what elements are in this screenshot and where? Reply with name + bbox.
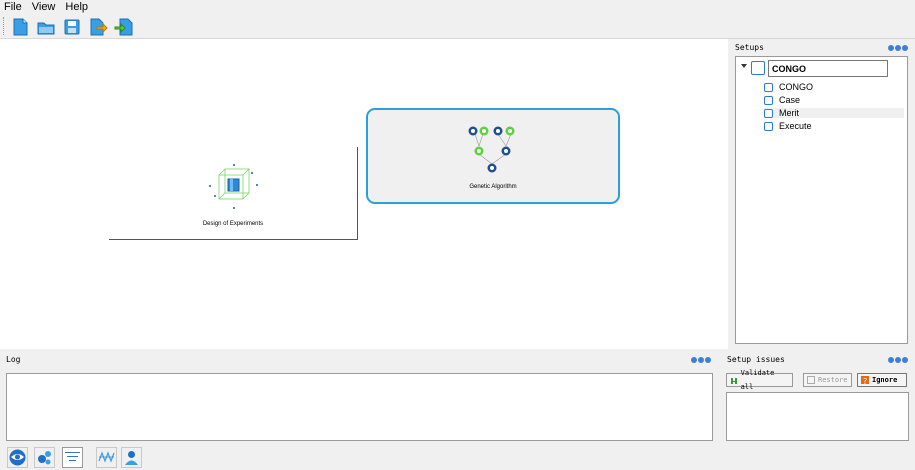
import-icon[interactable]	[114, 17, 134, 37]
node-genetic-algorithm[interactable]: Genetic Algorithm	[366, 108, 620, 204]
issues-panel-title: Setup issues	[727, 355, 785, 364]
tree-root-edit[interactable]: CONGO	[768, 60, 888, 77]
data-view-icon[interactable]	[62, 447, 83, 468]
toolbar-grip[interactable]	[3, 17, 6, 35]
network-view-icon[interactable]	[34, 447, 55, 468]
setups-tree[interactable]: CONGO CONGO Case Merit Execute	[735, 56, 908, 344]
log-panel-title: Log	[6, 355, 21, 364]
tree-item-congo[interactable]: CONGO	[764, 82, 813, 92]
ga-label: Genetic Algorithm	[469, 184, 517, 190]
ignore-icon: ?	[861, 376, 869, 384]
panel-close-icon[interactable]	[902, 45, 908, 51]
svg-text:?: ?	[863, 377, 867, 384]
genetic-population-icon	[468, 126, 515, 173]
issues-panel-controls	[888, 357, 908, 363]
caret-down-icon	[741, 64, 747, 68]
validate-all-button[interactable]: Validate all	[726, 369, 793, 391]
panel-help-icon[interactable]	[691, 357, 697, 363]
tree-item-execute[interactable]: Execute	[764, 121, 812, 131]
tree-collapse-toggle[interactable]	[741, 63, 747, 69]
document-icon	[764, 82, 773, 92]
document-icon	[751, 61, 765, 75]
restore-button[interactable]: Restore	[803, 373, 852, 387]
menu-file[interactable]: File	[4, 1, 22, 13]
panel-help-icon[interactable]	[888, 357, 894, 363]
toolbar	[0, 14, 915, 39]
panel-help-icon[interactable]	[888, 45, 894, 51]
signal-view-icon[interactable]	[96, 447, 117, 468]
tree-item-case[interactable]: Case	[764, 95, 800, 105]
tree-root-icon-wrap	[751, 61, 771, 75]
doe-label: Design of Experiments	[202, 221, 264, 227]
ignore-button[interactable]: ? Ignore	[857, 373, 907, 387]
tree-item-merit[interactable]: Merit	[764, 108, 904, 118]
document-icon	[764, 108, 773, 118]
panel-float-icon[interactable]	[698, 357, 704, 363]
restore-icon	[807, 376, 815, 384]
setups-panel-title: Setups	[735, 43, 764, 52]
panel-close-icon[interactable]	[705, 357, 711, 363]
doe-cube-icon	[209, 164, 258, 209]
menu-help[interactable]: Help	[65, 1, 89, 13]
validate-icon	[731, 378, 737, 384]
issues-list[interactable]	[726, 392, 909, 441]
node-design-of-experiments[interactable]: Design of Experiments	[109, 147, 358, 240]
solver-view-icon[interactable]	[7, 447, 28, 468]
document-icon	[764, 121, 773, 131]
menu-bar: File View Help	[0, 0, 915, 14]
open-folder-icon[interactable]	[36, 17, 56, 37]
user-view-icon[interactable]	[121, 447, 142, 468]
document-icon	[764, 95, 773, 105]
bottom-toolbar	[0, 445, 915, 470]
menu-view[interactable]: View	[31, 1, 56, 13]
log-panel-controls	[691, 357, 711, 363]
panel-float-icon[interactable]	[895, 45, 901, 51]
export-icon[interactable]	[88, 17, 108, 37]
panel-float-icon[interactable]	[895, 357, 901, 363]
log-output[interactable]	[6, 373, 713, 441]
setups-panel-controls	[888, 45, 908, 51]
new-file-icon[interactable]	[10, 17, 30, 37]
save-icon[interactable]	[62, 17, 82, 37]
panel-close-icon[interactable]	[902, 357, 908, 363]
